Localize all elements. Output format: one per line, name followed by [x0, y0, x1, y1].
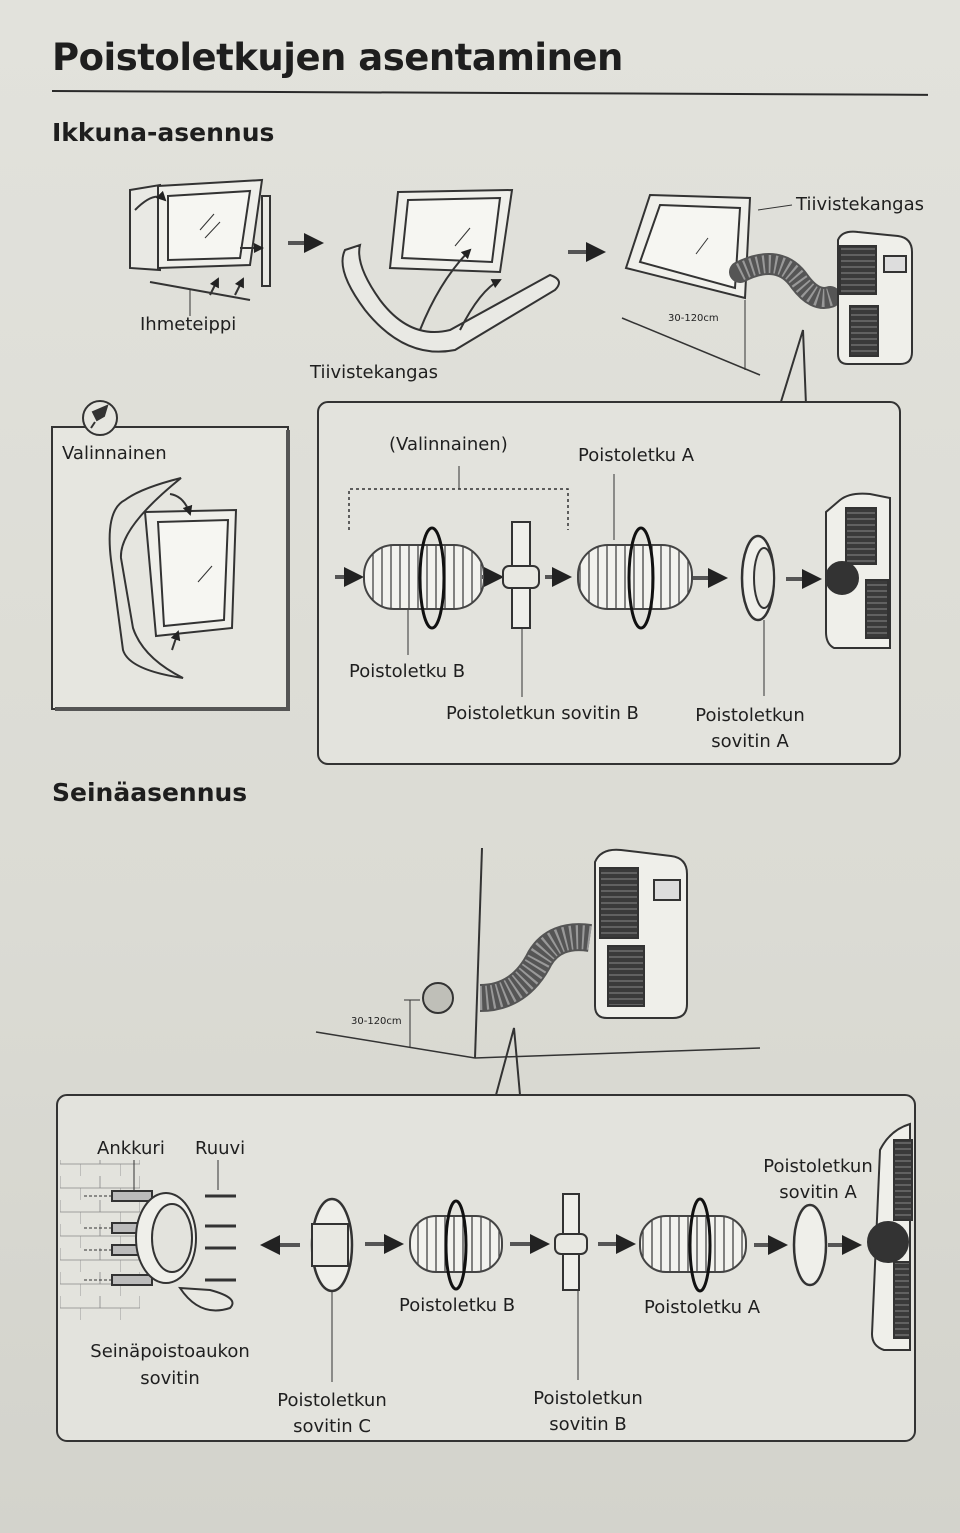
- label-ruuvi: Ruuvi: [195, 1138, 246, 1159]
- label-tiivistekangas-2: Tiivistekangas: [796, 194, 924, 215]
- window-section-heading: Ikkuna-asennus: [52, 118, 275, 147]
- label-valinnainen: Valinnainen: [62, 443, 167, 464]
- label-sovitin-a-line2: sovitin A: [711, 731, 789, 752]
- label-wall-sovitin-a-line1: Poistoletkun: [763, 1156, 873, 1177]
- label-wall-measure: 30-120cm: [351, 1016, 402, 1027]
- page-title: Poistoletkujen asentaminen: [52, 36, 623, 79]
- label-sovitin-a: Poistoletkun sovitin A: [680, 703, 820, 755]
- label-ankkuri: Ankkuri: [97, 1138, 165, 1159]
- label-wall-sovitin-a-line2: sovitin A: [779, 1182, 857, 1203]
- label-wall-sovitin-a: Poistoletkun sovitin A: [740, 1154, 896, 1206]
- label-wall-poistoletku-a: Poistoletku A: [644, 1297, 761, 1318]
- label-seina-sovitin: Seinäpoistoaukon sovitin: [84, 1338, 256, 1392]
- label-seina-line2: sovitin: [140, 1368, 200, 1389]
- label-tiivistekangas-1: Tiivistekangas: [310, 362, 438, 383]
- label-ihmeteippi: Ihmeteippi: [140, 314, 237, 335]
- label-sovitin-c-line2: sovitin C: [293, 1416, 371, 1437]
- label-seina-line1: Seinäpoistoaukon: [90, 1341, 250, 1362]
- window-step-1: [129, 178, 271, 316]
- label-wall-sovitin-b-line2: sovitin B: [549, 1414, 627, 1435]
- label-sovitin-c: Poistoletkun sovitin C: [262, 1388, 402, 1440]
- label-window-measure: 30-120cm: [668, 313, 719, 324]
- wall-scene: [315, 847, 761, 1059]
- wall-section-heading: Seinäasennus: [52, 778, 248, 807]
- label-poistoletku-b: Poistoletku B: [349, 661, 466, 682]
- label-sovitin-c-line1: Poistoletkun: [277, 1390, 387, 1411]
- label-wall-sovitin-b: Poistoletkun sovitin B: [518, 1386, 658, 1438]
- wall-detail-box: [56, 1094, 916, 1442]
- label-sovitin-b: Poistoletkun sovitin B: [446, 703, 639, 724]
- label-poistoletku-a: Poistoletku A: [578, 445, 695, 466]
- label-wall-poistoletku-b: Poistoletku B: [399, 1295, 516, 1316]
- label-valinnainen-bracket: (Valinnainen): [389, 434, 508, 455]
- window-detail-box: [317, 401, 901, 765]
- window-step-2: [341, 188, 560, 353]
- optional-box: [51, 400, 290, 711]
- window-step-3: [621, 193, 913, 376]
- label-sovitin-a-line1: Poistoletkun: [695, 705, 805, 726]
- label-wall-sovitin-b-line1: Poistoletkun: [533, 1388, 643, 1409]
